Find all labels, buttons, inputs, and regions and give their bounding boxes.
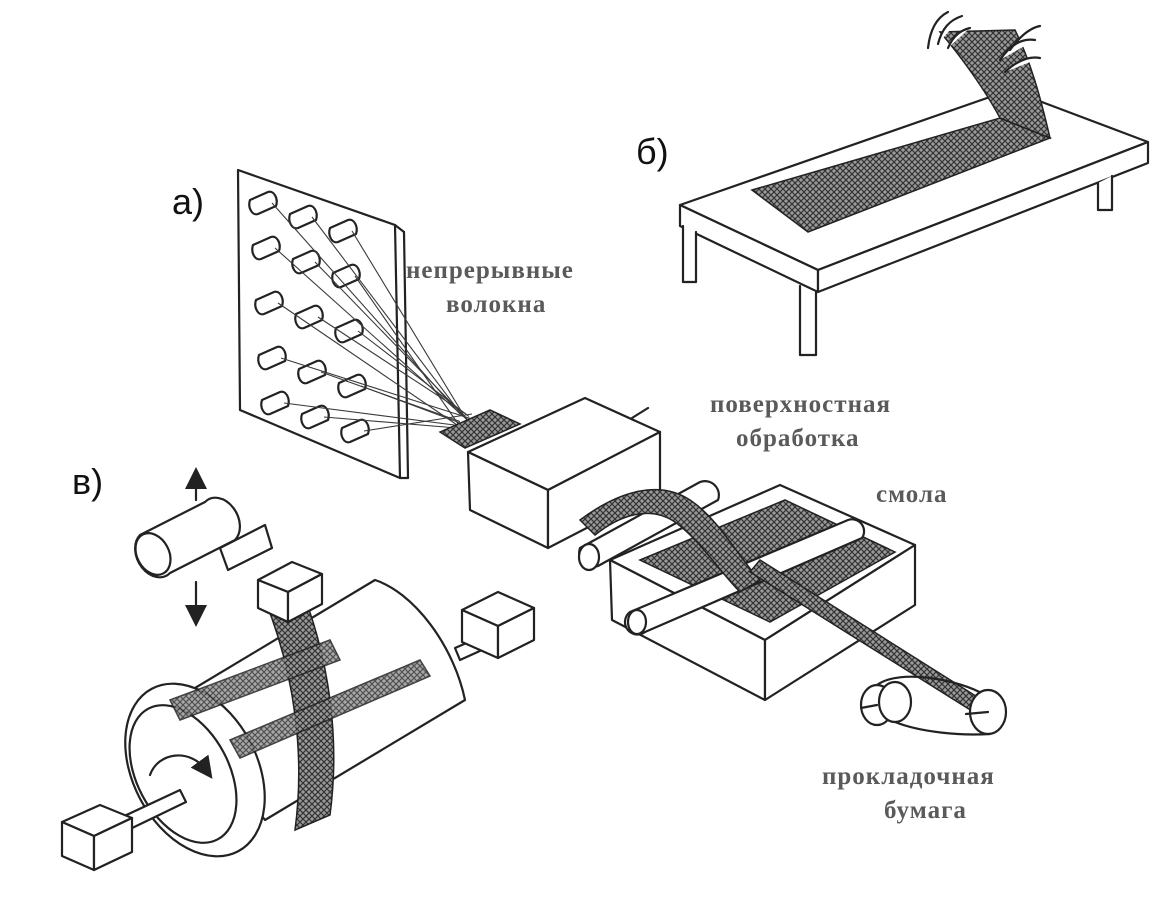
surface-treatment-box (466, 396, 662, 550)
label-backing-paper-1: прокладочная (822, 763, 995, 790)
fiber-strand (317, 316, 467, 415)
label-surface-treatment-2: обработка (736, 425, 860, 452)
panel-label-a: а) (172, 181, 204, 222)
bobbin (248, 190, 278, 216)
label-backing-paper-2: бумага (884, 797, 967, 824)
bobbin (300, 404, 330, 430)
bobbin (257, 345, 287, 371)
fiber-strand (354, 275, 461, 427)
layup-table (678, 88, 1150, 357)
label-surface-treatment-1: поверхностная (710, 391, 891, 418)
drive-blocks (60, 590, 536, 872)
panel-label-v: в) (72, 461, 103, 502)
label-resin: смола (876, 481, 948, 508)
panel-label-b: б) (636, 131, 669, 172)
backing-paper-rollers (859, 675, 1008, 736)
fiber-strand (314, 261, 473, 425)
bobbin (288, 204, 318, 230)
fiber-mat (750, 29, 1053, 233)
fiber-strand (283, 402, 467, 428)
fiber-strand (357, 330, 470, 417)
fiber-tow (438, 409, 522, 449)
resin-bath (577, 480, 992, 717)
bobbin (297, 359, 327, 385)
hands (926, 10, 1042, 74)
continuous-fibers (271, 202, 473, 432)
bobbin (328, 218, 358, 244)
fiber-strand (363, 413, 473, 432)
winding-carriage (134, 467, 324, 627)
fiber-strand (280, 357, 473, 420)
label-continuous-fibers-1: непрерывные (406, 257, 574, 284)
bobbin (260, 390, 290, 416)
creel-rack (236, 168, 410, 480)
fiber-strand (311, 216, 464, 417)
winding-bands (168, 584, 432, 832)
fiber-strand (323, 416, 470, 430)
fiber-strand (351, 230, 467, 420)
label-continuous-fibers-2: волокна (446, 291, 546, 318)
fiber-strand (277, 302, 464, 430)
